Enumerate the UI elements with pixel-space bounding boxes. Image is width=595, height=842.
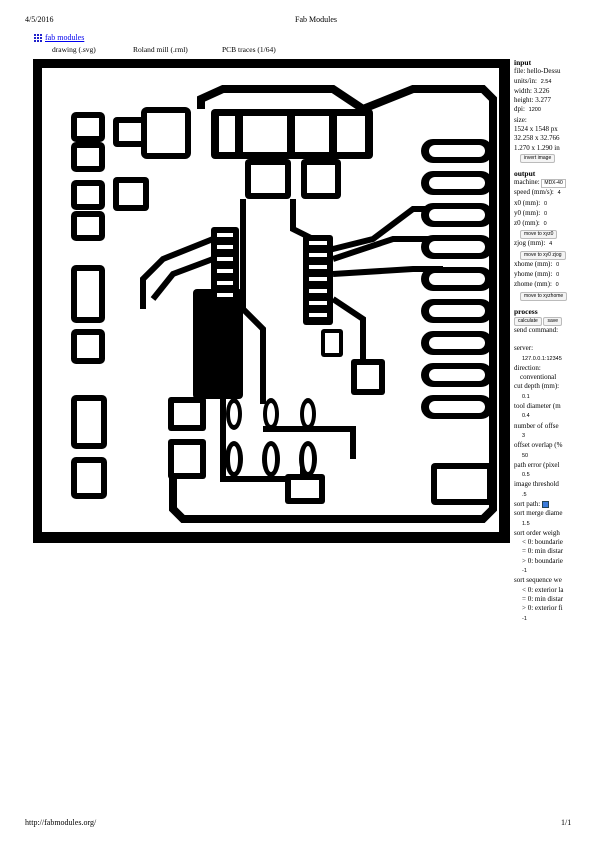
fab-grid-icon [34, 33, 42, 42]
print-page-number: 1/1 [561, 818, 572, 827]
size-label: size: [514, 115, 527, 124]
tool-diameter-input[interactable]: 0.4 [522, 413, 530, 420]
zhome-input[interactable]: 0 [555, 282, 559, 289]
units-label: units/in: [514, 76, 537, 85]
order-weight-hint: > 0: boundarie [522, 556, 563, 565]
y0-input[interactable]: 0 [544, 210, 548, 217]
units-input[interactable]: 2.54 [540, 78, 552, 85]
dpi-input[interactable]: 1200 [528, 107, 541, 114]
file-label: file: hello-Dessu [514, 67, 561, 76]
offsets-label: number of offse [514, 421, 559, 430]
zjog-input[interactable]: 4 [549, 241, 553, 248]
sequence-hint: < 0: exterior la [522, 585, 564, 594]
cut-depth-input[interactable]: 0.1 [522, 393, 530, 400]
xhome-label: xhome (mm): [514, 259, 553, 268]
zjog-label: zjog (mm): [514, 239, 546, 248]
yhome-label: yhome (mm): [514, 270, 553, 279]
server-label: server: [514, 344, 534, 353]
speed-label: speed (mm/s): [514, 188, 554, 197]
sort-path-checkbox[interactable] [542, 500, 549, 508]
order-weight-hint: = 0: min distar [522, 547, 564, 556]
invert-image-button[interactable]: invert image [520, 153, 556, 163]
app-link[interactable]: fab modules [34, 33, 84, 42]
z0-input[interactable]: 0 [543, 221, 547, 228]
output-heading: output [514, 168, 536, 178]
machine-label: machine: [514, 178, 540, 187]
machine-step[interactable]: Roland mill (.rml) [133, 45, 188, 54]
send-command-label: send command: [514, 325, 559, 334]
threshold-label: image threshold [514, 480, 559, 489]
direction-select[interactable]: conventional [520, 373, 557, 382]
sequence-hint: > 0: exterior fi [522, 604, 563, 613]
process-heading: process [514, 306, 538, 316]
yhome-input[interactable]: 0 [556, 272, 560, 279]
order-weight-input[interactable]: -1 [522, 568, 527, 575]
app-link-label[interactable]: fab modules [45, 33, 85, 42]
sort-path-label: sort path: [514, 499, 541, 508]
tool-diameter-label: tool diameter (m [514, 402, 561, 411]
order-weight-label: sort order weigh [514, 528, 560, 537]
server-input[interactable]: 127.0.0.1:12345 [522, 355, 562, 362]
width-label: width: 3.226 [514, 86, 550, 95]
merge-label: sort merge diame [514, 509, 563, 518]
cut-depth-label: cut depth (mm): [514, 382, 560, 391]
machine-select[interactable]: MDX-40 [541, 179, 566, 189]
size-in: 1.270 x 1.290 in [514, 143, 560, 152]
direction-label: direction: [514, 363, 541, 372]
order-weight-hint: < 0: boundarie [522, 538, 563, 547]
merge-input[interactable]: 1.5 [522, 520, 530, 527]
xhome-input[interactable]: 0 [556, 261, 560, 268]
path-error-input[interactable]: 0.5 [522, 472, 530, 479]
offsets-input[interactable]: 3 [522, 432, 526, 439]
input-heading: input [514, 58, 532, 67]
move-xyzhome-button[interactable]: move to xyzhome [520, 291, 568, 301]
path-error-label: path error (pixel [514, 460, 560, 469]
sequence-label: sort sequence we [514, 576, 562, 585]
zhome-label: zhome (mm): [514, 280, 552, 289]
settings-panel: input file: hello-Dessu units/in: 2.54 w… [514, 58, 595, 622]
move-xyz0-button[interactable]: move to xyz0 [520, 230, 558, 240]
pcb-toolpath-canvas [33, 59, 510, 543]
size-px: 1524 x 1548 px [514, 125, 558, 134]
overlap-label: offset overlap (% [514, 441, 563, 450]
print-title: Fab Modules [295, 15, 337, 24]
size-mm: 32.258 x 32.766 [514, 134, 560, 143]
overlap-input[interactable]: 50 [522, 452, 529, 459]
process-step[interactable]: PCB traces (1/64) [222, 45, 276, 54]
height-label: height: 3.277 [514, 96, 551, 105]
y0-label: y0 (mm): [514, 208, 541, 217]
calculate-button[interactable]: calculate [514, 316, 542, 326]
z0-label: z0 (mm): [514, 219, 540, 228]
print-date: 4/5/2016 [25, 15, 54, 24]
x0-input[interactable]: 0 [544, 200, 548, 207]
format-step[interactable]: drawing (.svg) [52, 45, 96, 54]
move-xy0-zjog-button[interactable]: move to xy0 zjog [520, 250, 566, 260]
speed-input[interactable]: 4 [557, 190, 561, 197]
sequence-hint: = 0: min distar [522, 594, 564, 603]
save-button[interactable]: save [543, 316, 563, 326]
sequence-input[interactable]: -1 [522, 615, 527, 622]
threshold-input[interactable]: .5 [522, 491, 527, 498]
print-url: http://fabmodules.org/ [25, 818, 97, 827]
dpi-label: dpi: [514, 105, 525, 114]
x0-label: x0 (mm): [514, 198, 541, 207]
